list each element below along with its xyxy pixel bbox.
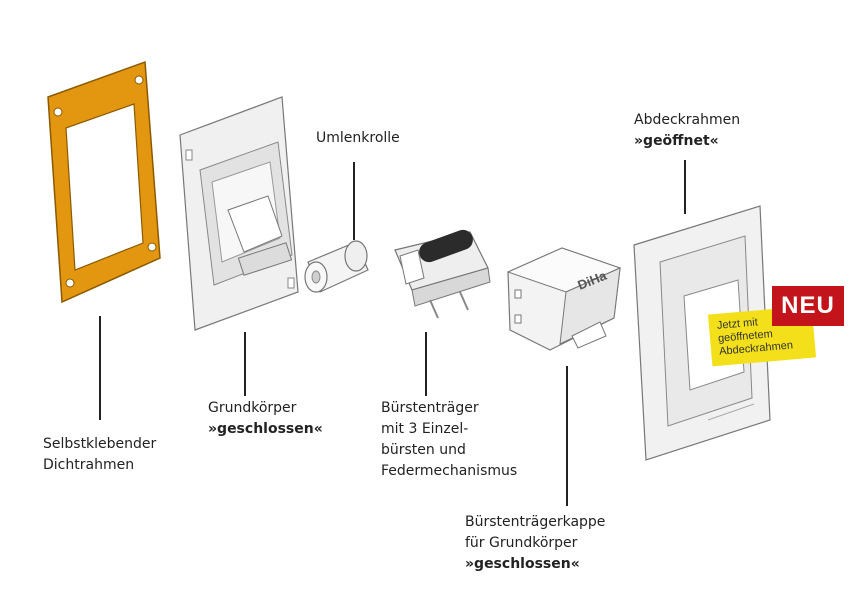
idler-roller xyxy=(304,240,369,293)
label-grundkoerper-state: »geschlossen« xyxy=(208,421,323,437)
brush-carrier xyxy=(394,229,491,319)
label-buerstentraeger-line3: bürsten und xyxy=(381,442,466,458)
label-kappe-line1: Bürstenträgerkappe xyxy=(465,514,606,530)
base-body xyxy=(179,96,299,331)
label-buerstentraeger-line2: mit 3 Einzel- xyxy=(381,421,469,437)
gasket-frame xyxy=(47,60,161,304)
label-dichtrahmen-line1: Selbstklebender xyxy=(43,436,157,452)
leader-buerstentraeger xyxy=(425,332,427,396)
leader-umlenkrolle xyxy=(353,162,355,240)
leader-grundkoerper xyxy=(244,332,246,396)
label-grundkoerper: Grundkörper »geschlossen« xyxy=(208,398,323,440)
label-grundkoerper-line1: Grundkörper xyxy=(208,400,297,416)
label-abdeckrahmen: Abdeckrahmen »geöffnet« xyxy=(634,110,740,152)
label-abdeckrahmen-state: »geöffnet« xyxy=(634,133,719,149)
leader-abdeckrahmen xyxy=(684,160,686,214)
label-buerstentraeger: Bürstenträger mit 3 Einzel- bürsten und … xyxy=(381,398,517,482)
label-umlenkrolle-text: Umlenkrolle xyxy=(316,130,400,146)
label-dichtrahmen-line2: Dichtrahmen xyxy=(43,457,135,473)
label-abdeckrahmen-line1: Abdeckrahmen xyxy=(634,112,741,128)
neu-badge: NEU xyxy=(772,286,844,326)
leader-dichtrahmen xyxy=(99,316,101,420)
brush-carrier-cap xyxy=(506,247,622,351)
label-buerstentraeger-line4: Federmechanismus xyxy=(381,463,518,479)
leader-kappe xyxy=(566,366,568,506)
label-kappe: Bürstenträgerkappe für Grundkörper »gesc… xyxy=(465,512,605,575)
label-kappe-line2: für Grundkörper xyxy=(465,535,578,551)
label-dichtrahmen: Selbstklebender Dichtrahmen xyxy=(43,434,156,476)
label-buerstentraeger-line1: Bürstenträger xyxy=(381,400,479,416)
label-kappe-state: »geschlossen« xyxy=(465,556,580,572)
label-umlenkrolle: Umlenkrolle xyxy=(316,128,400,149)
